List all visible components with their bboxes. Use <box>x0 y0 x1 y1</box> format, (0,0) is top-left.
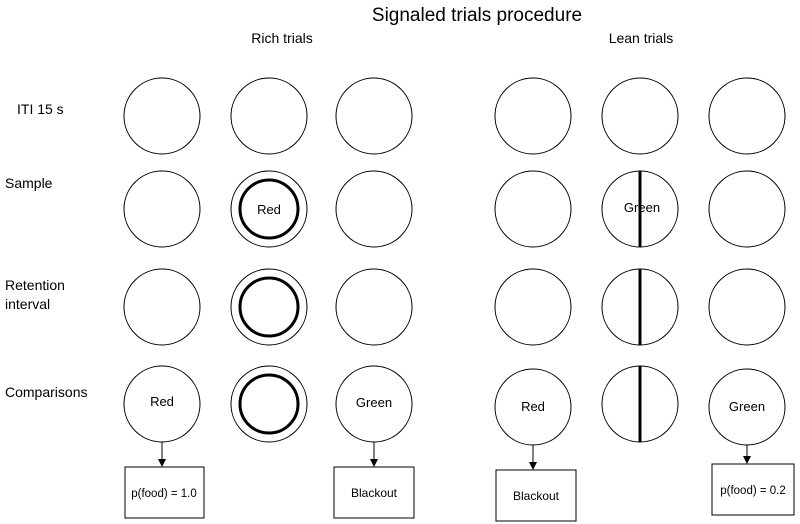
lean-trials-heading: Lean trials <box>609 30 674 46</box>
lean-left-outcome-text: Blackout <box>513 489 560 503</box>
rich-iti-right-key <box>335 77 413 155</box>
rich-comparison-center-key <box>230 365 308 443</box>
row-label-interval: interval <box>5 296 50 312</box>
lean-iti-center-key <box>601 77 679 155</box>
rich-iti-center-key <box>230 77 308 155</box>
lean-right-outcome-text: p(food) = 0.2 <box>720 485 786 497</box>
rich-retention-left-key <box>123 268 201 346</box>
rich-right-outcome-text: Blackout <box>351 486 398 500</box>
rich-comparison-left-label: Red <box>150 394 174 409</box>
iti-row <box>123 77 786 155</box>
outcome-boxes <box>124 463 795 522</box>
row-label-iti: ITI 15 s <box>17 101 64 117</box>
lean-iti-right-key <box>708 77 786 155</box>
rich-sample-right-key <box>335 170 413 248</box>
rich-sample-left-key <box>123 170 201 248</box>
lean-sample-right-key <box>708 170 786 248</box>
lean-left-outcome-box <box>495 469 577 522</box>
rich-retention-right-key <box>335 268 413 346</box>
rich-right-outcome-box <box>333 466 415 519</box>
rich-sample-red-ring <box>238 178 300 240</box>
lean-comparison-left-label: Red <box>521 399 545 414</box>
rich-retention-ring <box>238 276 300 338</box>
sample-row <box>123 170 786 248</box>
lean-retention-right-key <box>708 268 786 346</box>
retention-row <box>123 268 786 346</box>
lean-sample-key-label: Green <box>624 200 660 215</box>
rich-sample-key-label: Red <box>257 202 281 217</box>
rich-comparison-ring <box>238 373 300 435</box>
comparisons-row <box>123 365 786 446</box>
rich-left-outcome-text: p(food) = 1.0 <box>131 488 197 500</box>
lean-iti-left-key <box>494 77 572 155</box>
row-label-comparisons: Comparisons <box>5 384 87 400</box>
lean-right-outcome-box <box>711 463 795 516</box>
lean-sample-left-key <box>494 170 572 248</box>
lean-retention-left-key <box>494 268 572 346</box>
diagram-title: Signaled trials procedure <box>372 5 582 26</box>
rich-comparison-right-label: Green <box>356 395 392 410</box>
rich-sample-center-key <box>230 170 308 248</box>
rich-left-outcome-box <box>124 466 205 519</box>
row-label-retention: Retention <box>5 277 65 293</box>
rich-trials-heading: Rich trials <box>251 30 312 46</box>
rich-iti-left-key <box>123 77 201 155</box>
outcome-arrows <box>158 442 751 470</box>
lean-comparison-right-label: Green <box>729 399 765 414</box>
rich-retention-center-key <box>230 268 308 346</box>
row-label-sample: Sample <box>5 175 53 191</box>
